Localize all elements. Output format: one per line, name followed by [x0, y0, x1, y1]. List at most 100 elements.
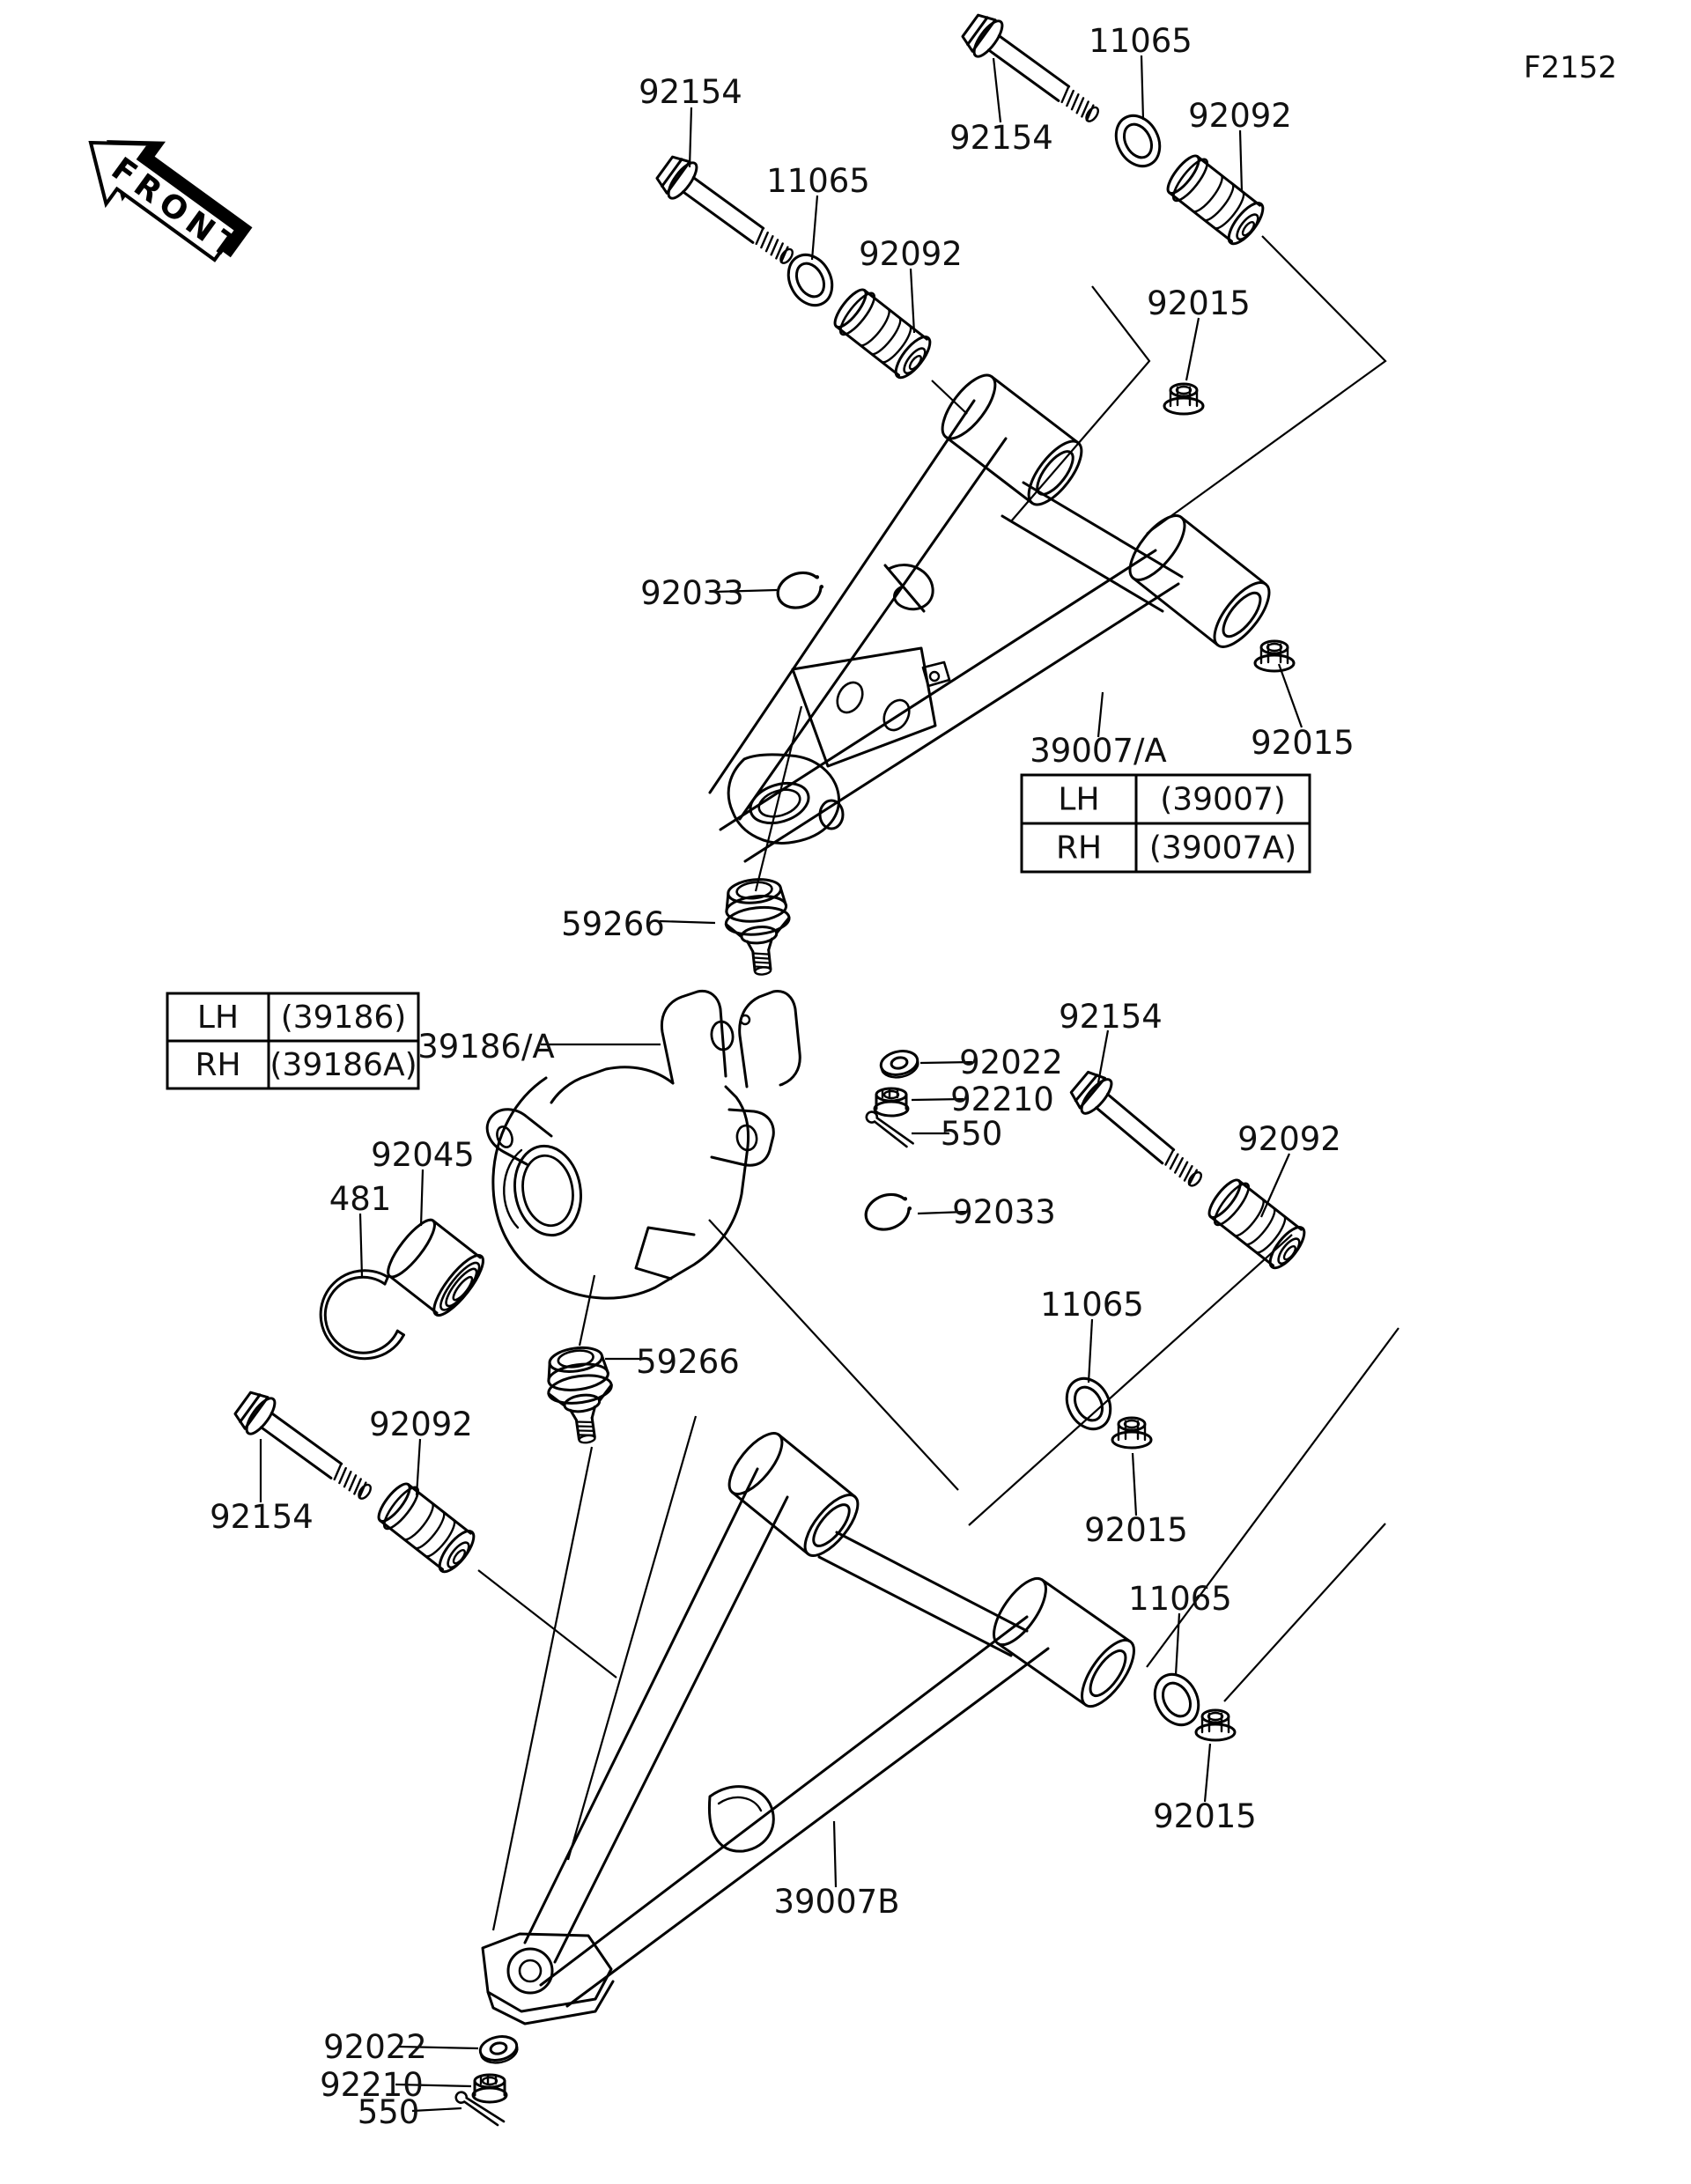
leader-line	[1096, 1029, 1110, 1088]
part-number-label: 550	[941, 1115, 1003, 1153]
leader-line	[911, 1097, 964, 1102]
part-number-label: 39007B	[773, 1883, 899, 1921]
leader-line	[1223, 1523, 1386, 1702]
part-number-label: 92045	[371, 1136, 475, 1174]
leader-line	[810, 195, 819, 261]
part-number-label: 92092	[1188, 97, 1292, 135]
part-flange-bolt	[655, 155, 794, 264]
leader-line	[578, 1274, 596, 1347]
part-flange-nut	[1194, 1708, 1237, 1742]
part-number-label: 59266	[561, 905, 665, 943]
part-number-label: 11065	[1040, 1286, 1144, 1324]
steering-knuckle-drawing	[485, 989, 801, 1300]
part-number-label: 39186/A	[417, 1028, 554, 1066]
part-number-label: 92210	[320, 2066, 424, 2104]
leader-line	[708, 1219, 959, 1491]
leader-line	[931, 380, 968, 415]
part-bushing	[377, 1482, 476, 1574]
part-washer	[1114, 114, 1162, 168]
leader-line	[419, 1169, 425, 1227]
leader-line	[566, 1415, 698, 1861]
part-number-label: 550	[358, 2093, 420, 2131]
leader-line	[1238, 129, 1244, 193]
part-washer	[1065, 1376, 1112, 1431]
leader-line	[1010, 285, 1151, 522]
leader-line	[395, 2083, 472, 2088]
table-side-cell: RH	[1056, 830, 1102, 867]
leader-line	[714, 588, 778, 594]
figure-code: F2152	[1524, 50, 1617, 85]
part-washer	[786, 253, 834, 307]
part-number-label: 92015	[1147, 284, 1251, 322]
part-number-label: 92015	[1153, 1797, 1257, 1835]
leader-lines	[259, 55, 1399, 2113]
leader-line	[1146, 1327, 1399, 1668]
leader-line	[1131, 1452, 1138, 1516]
part-number-label: 92022	[323, 2028, 427, 2066]
part-flange-bolt	[233, 1391, 372, 1500]
leader-line	[688, 107, 693, 168]
table-side-cell: RH	[195, 1047, 240, 1083]
leader-line	[411, 2107, 462, 2113]
part-ball-joint	[724, 878, 791, 976]
part-number-label: 92210	[950, 1081, 1054, 1118]
table-part-cell: (39007A)	[1149, 830, 1296, 867]
part-hairpin-clip	[883, 564, 934, 613]
part-number-label: 92033	[952, 1193, 1056, 1231]
part-cotter-pin	[865, 1110, 914, 1148]
part-number-callouts: 92154 11065 92092 92154 11065 92092 92015 92033…	[210, 22, 1355, 2131]
table-part-cell: (39186)	[281, 1000, 407, 1036]
leader-line	[1203, 1743, 1212, 1803]
part-number-label: 92154	[949, 119, 1053, 157]
part-number-label: 92154	[210, 1498, 314, 1536]
leader-line	[1140, 55, 1145, 121]
part-number-label: 11065	[1128, 1580, 1232, 1618]
leader-line	[754, 705, 803, 892]
leader-line	[1185, 317, 1200, 381]
leader-line	[917, 1210, 967, 1215]
leader-line	[415, 1438, 422, 1496]
part-number-label: 92022	[959, 1044, 1063, 1081]
leader-line	[491, 1446, 594, 1931]
leader-line	[1146, 235, 1387, 535]
table-part-cell: (39186A)	[270, 1047, 417, 1083]
leader-line	[477, 1569, 617, 1679]
part-number-label: 92015	[1251, 724, 1355, 762]
hardware-parts	[233, 13, 1306, 2127]
part-number-label: 92154	[1059, 998, 1163, 1036]
leader-line	[1259, 1153, 1291, 1218]
part-cotter-pin	[454, 2091, 506, 2127]
lower-control-arm-drawing	[481, 1432, 1135, 2025]
part-flange-bolt	[1069, 1070, 1202, 1187]
leader-line	[909, 268, 916, 334]
part-flange-nut	[1111, 1416, 1153, 1450]
part-number-label: 92092	[859, 235, 963, 273]
part-snap-ring	[776, 571, 824, 609]
part-flange-nut	[1163, 382, 1205, 416]
part-number-label: 92092	[369, 1406, 473, 1443]
part-circlip	[319, 1269, 405, 1361]
part-washer-flat	[879, 1050, 919, 1079]
part-number-label: 92015	[1084, 1511, 1188, 1549]
part-number-label: 92092	[1237, 1120, 1341, 1158]
part-ball-joint	[547, 1346, 613, 1444]
part-number-label: 11065	[1089, 22, 1193, 60]
part-flange-nut	[1253, 639, 1296, 673]
leader-line	[919, 1060, 973, 1065]
upper-control-arm-drawing	[708, 373, 1271, 863]
part-number-label: 92033	[640, 574, 744, 612]
part-bushing	[1207, 1178, 1306, 1270]
leader-line	[1097, 691, 1104, 738]
part-number-label: 39007/A	[1030, 732, 1166, 770]
leader-line	[968, 1234, 1293, 1526]
part-bearing	[387, 1218, 484, 1317]
leader-line	[992, 57, 1002, 123]
leader-line	[358, 1213, 364, 1278]
part-castle-nut	[471, 2073, 508, 2104]
table-part-cell: (39007)	[1160, 782, 1286, 818]
part-bushing	[833, 288, 932, 380]
leader-line	[1087, 1318, 1094, 1383]
table-knuckle-variants: LH(39186)RH(39186A)	[166, 992, 420, 1090]
